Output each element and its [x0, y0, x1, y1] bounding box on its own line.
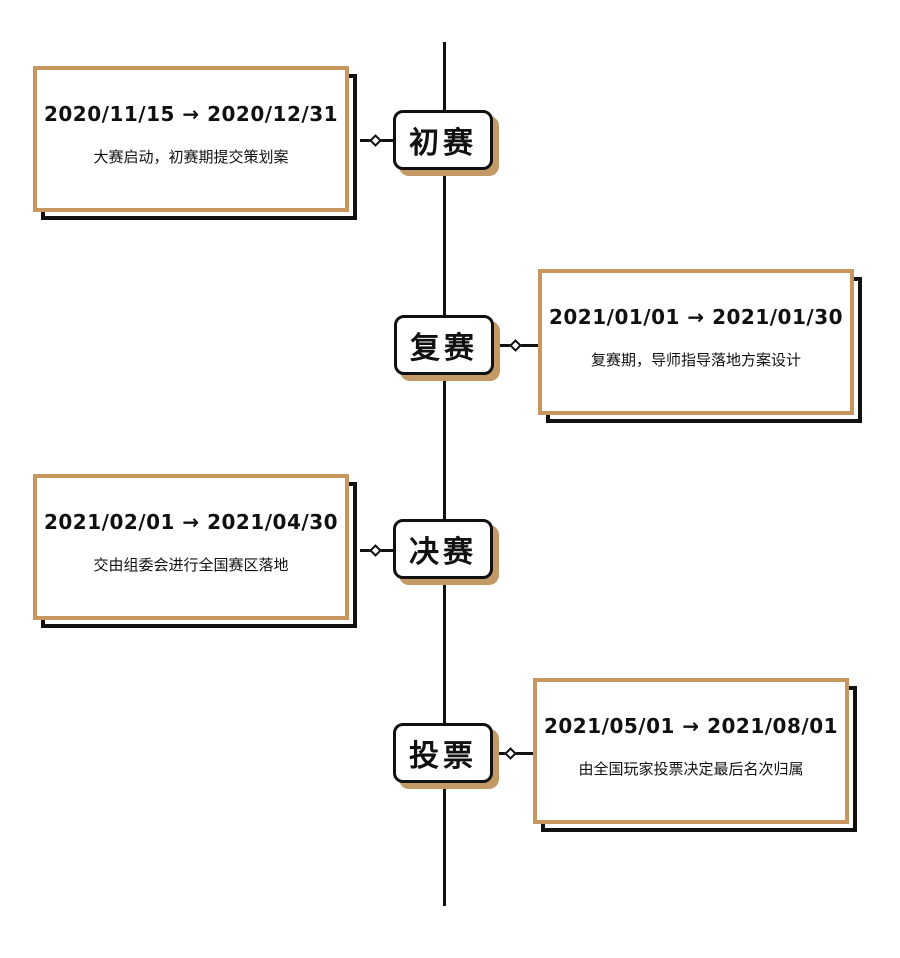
diamond-marker-icon: [509, 339, 522, 352]
stage-date-range: 2020/11/15 → 2020/12/31: [43, 102, 339, 126]
stage-tag-4: 投票: [393, 723, 499, 789]
stage-card-4: 2021/05/01 → 2021/08/01 由全国玩家投票决定最后名次归属: [533, 678, 857, 832]
stage-date-range: 2021/05/01 → 2021/08/01: [543, 714, 839, 738]
stage-description: 由全国玩家投票决定最后名次归属: [578, 760, 804, 778]
stage-tag-1: 初赛: [393, 110, 499, 176]
stage-card-1: 2020/11/15 → 2020/12/31 大赛启动，初赛期提交策划案: [33, 66, 357, 220]
stage-date-range: 2021/02/01 → 2021/04/30: [43, 510, 339, 534]
card-body: 2021/01/01 → 2021/01/30 复赛期，导师指导落地方案设计: [538, 269, 854, 415]
stage-date-range: 2021/01/01 → 2021/01/30: [548, 305, 844, 329]
stage-name: 初赛: [393, 110, 493, 170]
stage-name: 投票: [393, 723, 493, 783]
stage-description: 大赛启动，初赛期提交策划案: [93, 148, 289, 166]
diamond-marker-icon: [369, 544, 382, 557]
stage-card-2: 2021/01/01 → 2021/01/30 复赛期，导师指导落地方案设计: [538, 269, 862, 423]
diamond-marker-icon: [369, 134, 382, 147]
timeline-spine: [443, 42, 446, 906]
card-body: 2021/05/01 → 2021/08/01 由全国玩家投票决定最后名次归属: [533, 678, 849, 824]
stage-tag-3: 决赛: [393, 519, 499, 585]
stage-name: 决赛: [393, 519, 493, 579]
card-body: 2020/11/15 → 2020/12/31 大赛启动，初赛期提交策划案: [33, 66, 349, 212]
stage-tag-2: 复赛: [394, 315, 500, 381]
stage-card-3: 2021/02/01 → 2021/04/30 交由组委会进行全国赛区落地: [33, 474, 357, 628]
diamond-marker-icon: [504, 747, 517, 760]
card-body: 2021/02/01 → 2021/04/30 交由组委会进行全国赛区落地: [33, 474, 349, 620]
stage-description: 复赛期，导师指导落地方案设计: [590, 351, 801, 369]
stage-description: 交由组委会进行全国赛区落地: [93, 556, 289, 574]
stage-name: 复赛: [394, 315, 494, 375]
